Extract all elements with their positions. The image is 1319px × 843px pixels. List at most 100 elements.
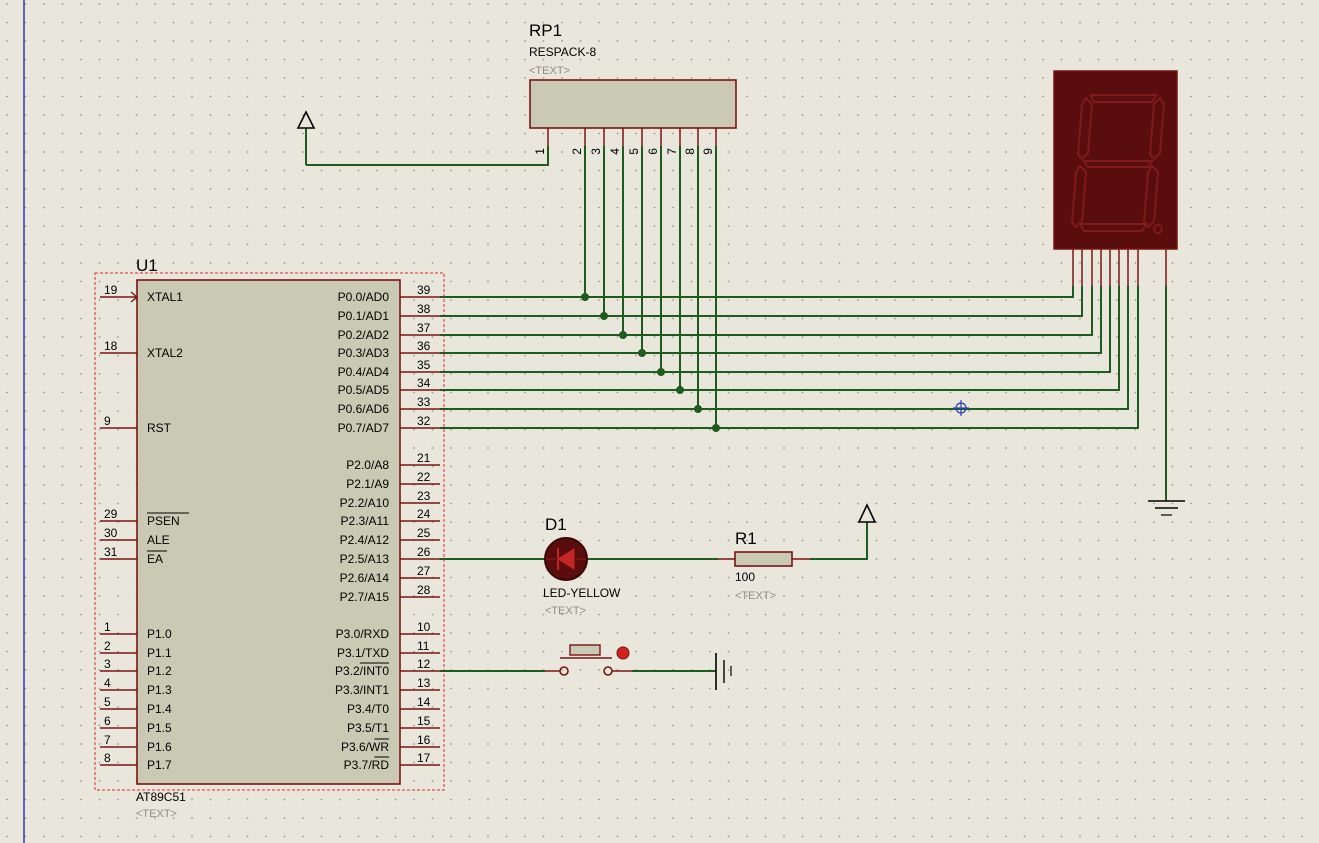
u1-pin-number: 28 — [417, 583, 431, 597]
u1-pin-number: 12 — [417, 657, 431, 671]
u1-pin-number: 25 — [417, 526, 431, 540]
power-terminal-right[interactable] — [857, 503, 877, 523]
power-terminal-top[interactable] — [296, 110, 316, 165]
wire-rp1-pin1[interactable] — [306, 146, 549, 166]
rp1-pin-8[interactable]: 8 — [683, 128, 699, 155]
rp1-pin-9[interactable]: 9 — [701, 128, 717, 155]
wire-p0-1[interactable] — [440, 146, 1083, 320]
wire-p0-2[interactable] — [440, 146, 1093, 339]
u1-pin-number: 11 — [417, 639, 430, 653]
wire-p0-6[interactable] — [440, 146, 1129, 413]
wire-p0-5[interactable] — [440, 146, 1120, 394]
u1-pin-number: 37 — [417, 321, 431, 335]
u1-pin-label: P1.2 — [147, 664, 172, 678]
u1-ref-label: U1 — [136, 256, 158, 275]
ground-symbol-vertical[interactable] — [715, 653, 732, 690]
u1-pin-number: 36 — [417, 339, 431, 353]
u1-pin-number: 5 — [104, 695, 111, 709]
wire-r1-power[interactable] — [810, 522, 868, 560]
rp1-pin-2[interactable]: 2 — [570, 128, 586, 155]
u1-pin-label: P0.3/AD3 — [338, 346, 390, 360]
r1-text-label: <TEXT> — [735, 590, 776, 602]
ground-symbol[interactable] — [1148, 286, 1185, 516]
rp1-pin-5[interactable]: 5 — [627, 128, 643, 155]
seven-segment-display[interactable] — [1053, 70, 1178, 286]
rp1-pin-7[interactable]: 7 — [665, 128, 681, 155]
r1-body[interactable] — [734, 551, 793, 567]
u1-pin-label: P1.1 — [147, 646, 172, 660]
rp1-body[interactable] — [529, 79, 737, 129]
u1-pin-number: 39 — [417, 283, 431, 297]
wire-p0-7[interactable] — [440, 146, 1139, 432]
button-actuator-icon[interactable] — [616, 646, 630, 660]
d1-part-label: LED-YELLOW — [543, 586, 621, 600]
u1-text-label: <TEXT> — [136, 808, 177, 820]
rp1-pin-4[interactable]: 4 — [608, 128, 624, 155]
u1-pin-label: PSEN — [147, 514, 180, 528]
rp1-pin-number: 1 — [533, 148, 547, 155]
u1-pin-number: 24 — [417, 507, 431, 521]
rp1-pin-3[interactable]: 3 — [589, 128, 605, 155]
wire-p0-0[interactable] — [440, 146, 1074, 301]
r1-resistor[interactable]: R1 100 <TEXT> — [718, 529, 810, 602]
u1-pin-number: 34 — [417, 376, 431, 390]
rp1-pin-6[interactable]: 6 — [646, 128, 662, 155]
junction-dot — [712, 424, 720, 432]
u1-body[interactable] — [136, 279, 401, 785]
u1-pin-number: 3 — [104, 657, 111, 671]
display-pins — [1072, 249, 1167, 286]
push-button[interactable] — [440, 644, 632, 676]
port0-bus-wires[interactable] — [440, 146, 1139, 432]
u1-right-pins: 39P0.0/AD038P0.1/AD137P0.2/AD236P0.3/AD3… — [335, 283, 440, 772]
u1-pin-number: 1 — [104, 620, 111, 634]
d1-led[interactable]: D1 LED-YELLOW <TEXT> — [440, 515, 621, 617]
u1-pin-label: P0.0/AD0 — [338, 290, 390, 304]
rp1-part-label: RESPACK-8 — [529, 45, 596, 59]
rp1-pin-1[interactable]: 1 — [533, 128, 549, 155]
wire-p0-4[interactable] — [440, 146, 1111, 376]
u1-pin-label: P2.3/A11 — [341, 514, 390, 528]
u1-pin-label: P1.7 — [147, 758, 172, 772]
